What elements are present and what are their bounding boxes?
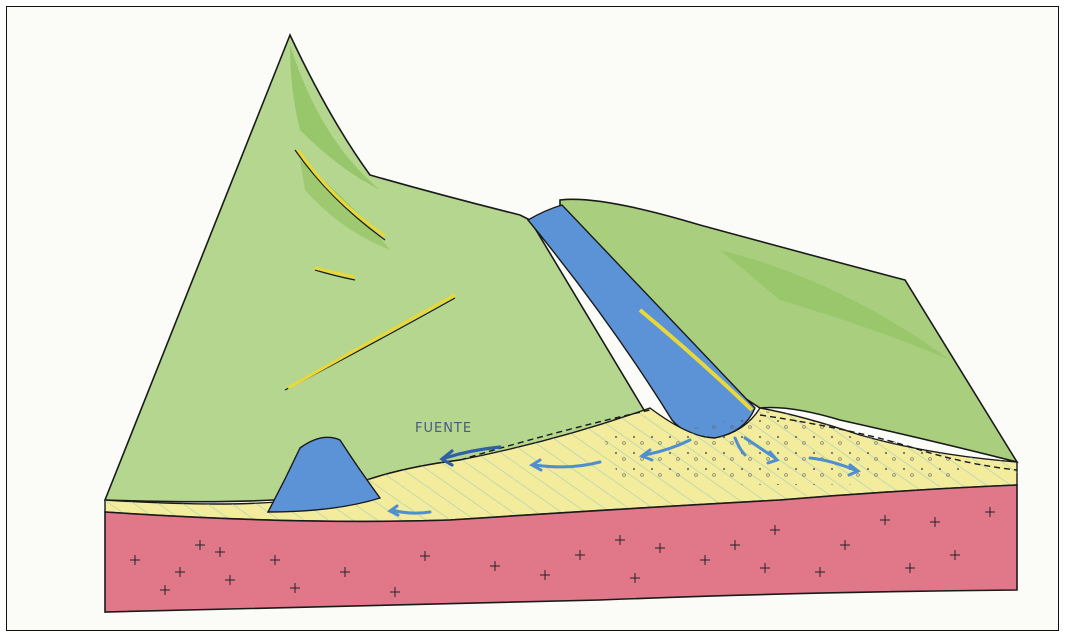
spring-label: FUENTE (415, 421, 472, 436)
